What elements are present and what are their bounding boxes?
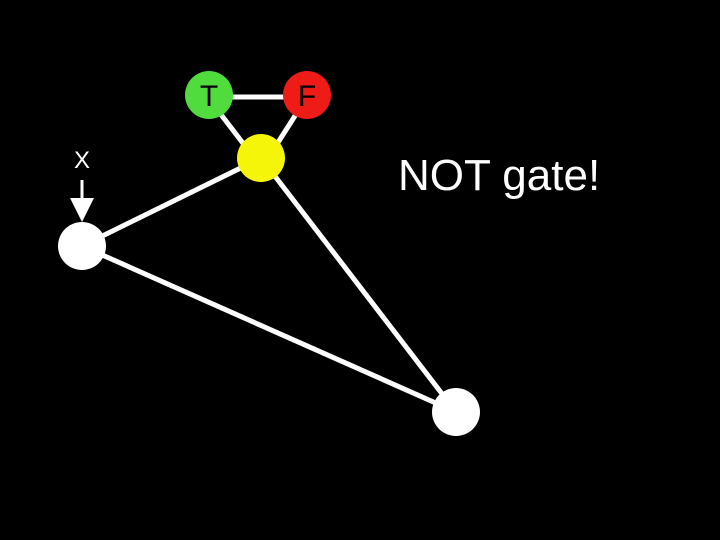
input-node — [58, 222, 106, 270]
input-label: X — [74, 147, 90, 174]
false-node-label: F — [298, 80, 316, 113]
true-node-label: T — [200, 80, 218, 113]
slide-title: NOT gate! — [398, 151, 600, 200]
edge-ground-output — [259, 156, 458, 414]
edge-input-ground — [80, 155, 263, 249]
false-node — [283, 71, 331, 119]
edge-input-output — [80, 243, 458, 415]
output-node — [432, 388, 480, 436]
ground-node — [237, 134, 285, 182]
true-node — [185, 71, 233, 119]
